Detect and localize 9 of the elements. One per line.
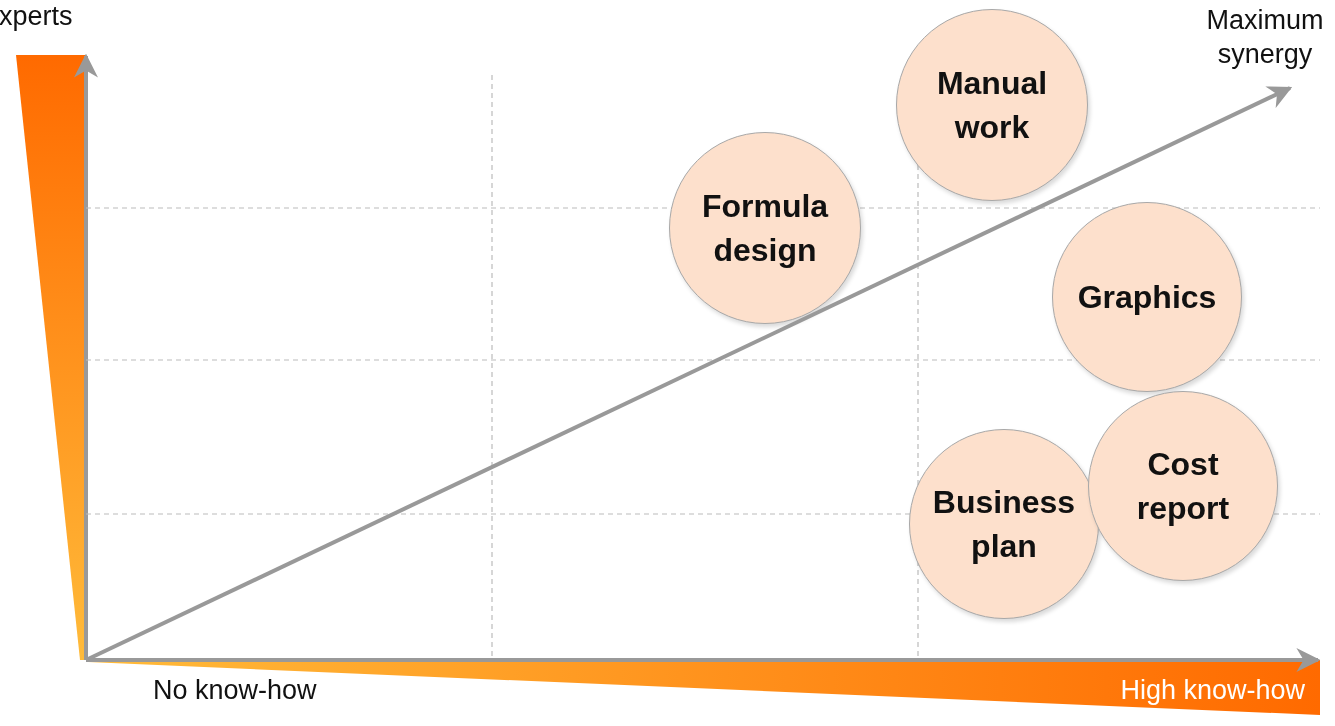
axis-label: xperts xyxy=(0,0,73,33)
node-label: Business plan xyxy=(931,483,1077,566)
node-label: Formula design xyxy=(700,187,830,270)
node-label: Graphics xyxy=(1077,278,1217,317)
node-label: Cost report xyxy=(1135,445,1231,528)
axis-label: Maximum synergy xyxy=(1205,4,1325,71)
axis-label: No know-how xyxy=(153,674,317,707)
node-label: Manual work xyxy=(935,64,1049,147)
axis-label: High know-how xyxy=(1120,674,1305,707)
